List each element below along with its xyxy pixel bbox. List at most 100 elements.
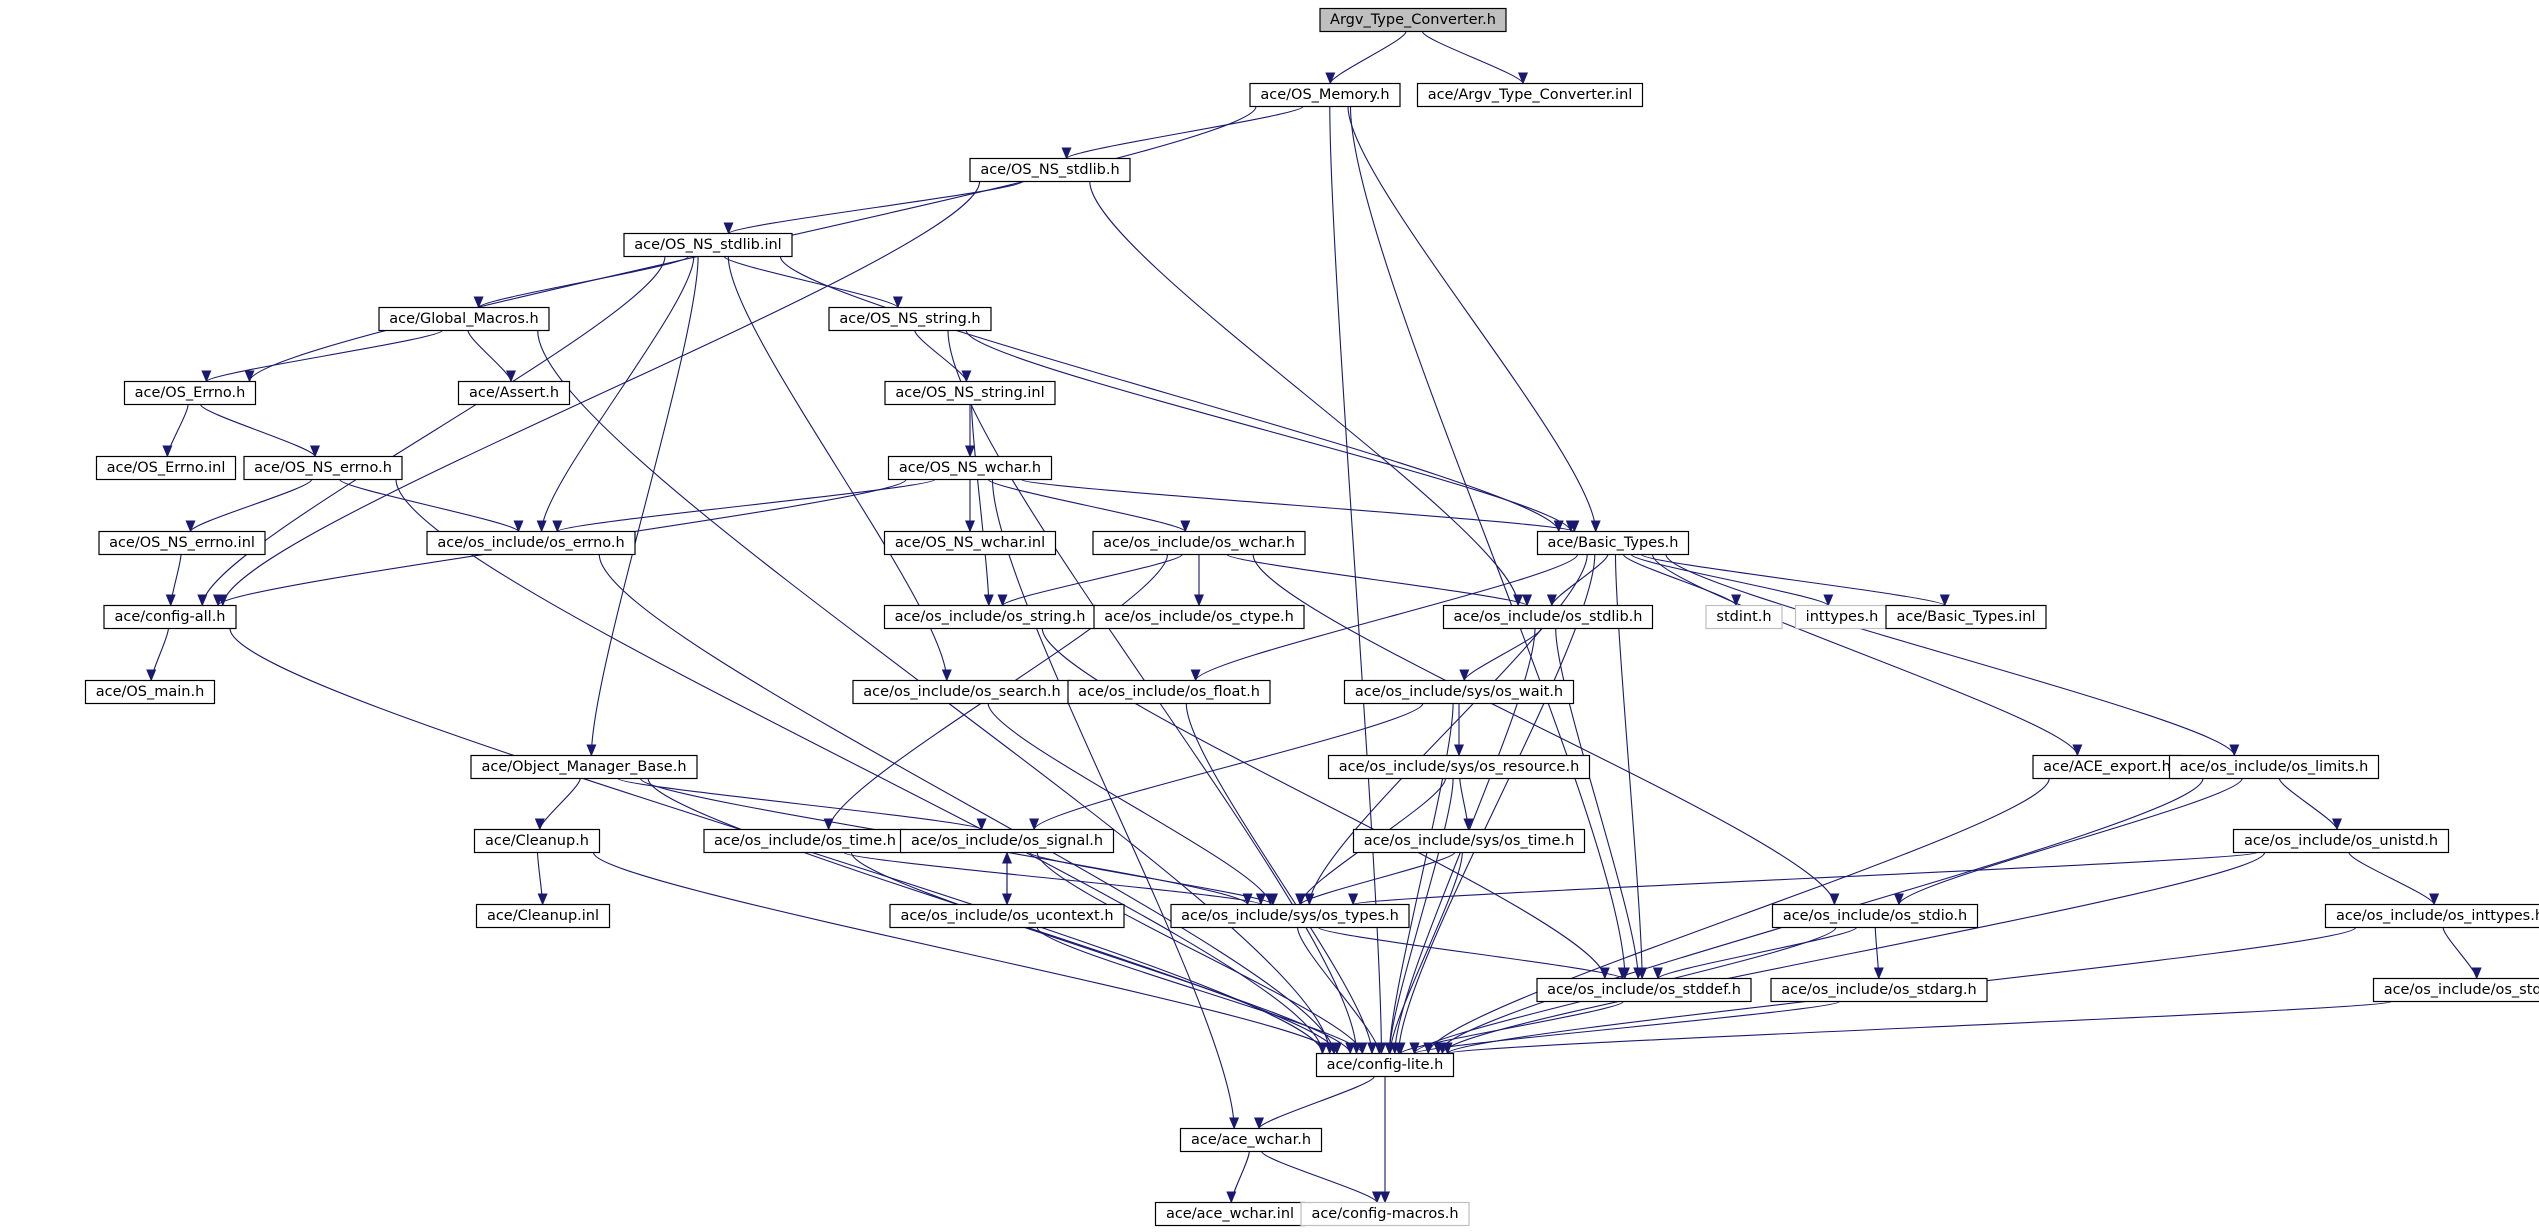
node-os-include-os-limits-h[interactable]: ace/os_include/os_limits.h <box>2168 754 2380 780</box>
edge-os-include-os-stdlib-h-to-os-include-sys-os-wait-h <box>1459 628 1542 682</box>
node-os-include-os-stdio-h[interactable]: ace/os_include/os_stdio.h <box>1771 903 1979 929</box>
node-os-ns-errno-h[interactable]: ace/OS_NS_errno.h <box>243 455 403 481</box>
node-label: ace/OS_NS_stdlib.inl <box>634 237 781 253</box>
node-config-all-h[interactable]: ace/config-all.h <box>103 604 237 630</box>
edge-os-include-os-stddef-h-to-config-lite-h <box>1395 1000 1624 1055</box>
node-os-include-os-wchar-h[interactable]: ace/os_include/os_wchar.h <box>1092 530 1306 556</box>
node-os-include-os-stdlib-h[interactable]: ace/os_include/os_stdlib.h <box>1442 604 1654 630</box>
node-box <box>1170 903 1410 929</box>
node-label: ace/os_include/os_wchar.h <box>1103 535 1295 551</box>
node-os-include-os-unistd-h[interactable]: ace/os_include/os_unistd.h <box>2232 828 2450 854</box>
node-os-include-os-string-h[interactable]: ace/os_include/os_string.h <box>883 604 1097 630</box>
node-label: ace/OS_Errno.h <box>135 385 246 401</box>
node-os-include-os-ctype-h[interactable]: ace/os_include/os_ctype.h <box>1093 604 1305 630</box>
node-ace-wchar-inl[interactable]: ace/ace_wchar.inl <box>1154 1201 1306 1227</box>
node-label: ace/os_include/os_stddef.h <box>1547 982 1741 998</box>
node-os-ns-stdlib-h[interactable]: ace/OS_NS_stdlib.h <box>969 157 1131 183</box>
node-os-include-sys-os-resource-h[interactable]: ace/os_include/sys/os_resource.h <box>1327 754 1591 780</box>
node-os-include-os-float-h[interactable]: ace/os_include/os_float.h <box>1067 679 1271 705</box>
node-os-ns-string-inl[interactable]: ace/OS_NS_string.inl <box>884 380 1056 406</box>
edge-object-manager-base-h-to-cleanup-h <box>534 778 581 831</box>
node-box <box>1249 82 1401 108</box>
node-label: ace/Basic_Types.h <box>1548 535 1679 551</box>
edge-os-ns-wchar-h-to-os-include-os-wchar-h <box>987 478 1191 533</box>
edge-os-include-os-wchar-h-to-os-include-os-string-h <box>997 553 1183 607</box>
edge-os-include-os-float-h-to-config-lite-h <box>1185 703 1377 1055</box>
edge-root-to-os-memory-h <box>1325 31 1407 85</box>
node-label: ace/Global_Macros.h <box>389 311 538 327</box>
node-os-include-os-inttypes-h[interactable]: ace/os_include/os_inttypes.h <box>2324 903 2539 929</box>
node-basic-types-inl[interactable]: ace/Basic_Types.inl <box>1885 604 2047 630</box>
node-os-include-os-signal-h[interactable]: ace/os_include/os_signal.h <box>899 828 1115 854</box>
node-inttypes-h[interactable]: inttypes.h <box>1794 604 1890 630</box>
edge-os-include-os-search-h-to-os-include-sys-os-types-h <box>987 703 1276 906</box>
node-os-ns-string-h[interactable]: ace/OS_NS_string.h <box>828 306 992 332</box>
node-object-manager-base-h[interactable]: ace/Object_Manager_Base.h <box>470 754 698 780</box>
node-label: ace/os_include/os_ctype.h <box>1104 609 1294 625</box>
node-os-include-os-stdarg-h[interactable]: ace/os_include/os_stdarg.h <box>1770 977 1988 1003</box>
edge-global-macros-h-to-os-errno-h <box>201 329 443 383</box>
edge-os-errno-h-to-os-ns-errno-h <box>200 403 320 458</box>
edge-os-ns-string-inl-to-os-include-os-string-h <box>971 404 994 607</box>
node-box <box>2372 977 2539 1003</box>
node-box <box>969 157 1131 183</box>
node-label: ace/os_include/os_stdlib.h <box>1454 609 1643 625</box>
node-os-include-sys-os-types-h[interactable]: ace/os_include/sys/os_types.h <box>1170 903 1410 929</box>
edge-os-ns-stdlib-inl-to-config-all-h <box>197 256 666 607</box>
node-basic-types-h[interactable]: ace/Basic_Types.h <box>1536 530 1690 556</box>
node-os-include-os-ucontext-h[interactable]: ace/os_include/os_ucontext.h <box>889 903 1125 929</box>
node-os-ns-wchar-inl[interactable]: ace/OS_NS_wchar.inl <box>883 530 1057 556</box>
node-os-errno-h[interactable]: ace/OS_Errno.h <box>123 380 257 406</box>
node-box <box>98 530 266 556</box>
node-box <box>1343 679 1575 705</box>
node-os-ns-errno-inl[interactable]: ace/OS_NS_errno.inl <box>98 530 266 556</box>
edge-basic-types-h-to-os-include-os-stdlib-h <box>1546 554 1609 607</box>
node-cleanup-h[interactable]: ace/Cleanup.h <box>473 828 601 854</box>
node-label: ace/Argv_Type_Converter.inl <box>1428 87 1633 103</box>
node-label: ace/os_include/os_signal.h <box>911 833 1103 849</box>
edge-global-macros-h-to-assert-h <box>467 330 516 383</box>
edge-os-include-sys-os-resource-h-to-config-lite-h <box>1384 778 1454 1055</box>
node-stdint-h[interactable]: stdint.h <box>1705 604 1783 630</box>
node-label: ace/OS_NS_string.h <box>839 311 980 327</box>
node-box <box>457 380 571 406</box>
edge-basic-types-h-to-basic-types-inl <box>1640 553 1950 607</box>
node-os-memory-h[interactable]: ace/OS_Memory.h <box>1249 82 1401 108</box>
node-assert-h[interactable]: ace/Assert.h <box>457 380 571 406</box>
node-os-include-os-time-h[interactable]: ace/os_include/os_time.h <box>703 828 907 854</box>
node-os-include-os-stddef-h[interactable]: ace/os_include/os_stddef.h <box>1536 977 1752 1003</box>
node-label: ace/OS_Memory.h <box>1260 87 1389 103</box>
node-config-macros-h[interactable]: ace/config-macros.h <box>1300 1201 1470 1227</box>
node-os-include-os-search-h[interactable]: ace/os_include/os_search.h <box>852 679 1072 705</box>
node-root[interactable]: Argv_Type_Converter.h <box>1319 7 1507 33</box>
node-config-lite-h[interactable]: ace/config-lite.h <box>1315 1052 1455 1078</box>
node-ace-export-h[interactable]: ace/ACE_export.h <box>2032 754 2182 780</box>
node-label: ace/os_include/os_unistd.h <box>2244 833 2438 849</box>
node-os-ns-stdlib-inl[interactable]: ace/OS_NS_stdlib.inl <box>623 232 793 258</box>
node-os-include-os-stdint-h[interactable]: ace/os_include/os_stdint.h <box>2372 977 2539 1003</box>
edge-cleanup-h-to-config-lite-h <box>592 852 1339 1055</box>
edge-basic-types-h-to-os-include-os-float-h <box>1190 554 1579 682</box>
node-argv-inl[interactable]: ace/Argv_Type_Converter.inl <box>1416 82 1644 108</box>
node-global-macros-h[interactable]: ace/Global_Macros.h <box>378 306 550 332</box>
edge-os-include-os-stdarg-h-to-config-lite-h <box>1410 1000 1841 1055</box>
node-os-ns-wchar-h[interactable]: ace/OS_NS_wchar.h <box>887 455 1053 481</box>
node-os-errno-inl[interactable]: ace/OS_Errno.inl <box>95 455 237 481</box>
node-label: ace/os_include/sys/os_wait.h <box>1355 684 1563 700</box>
node-os-main-h[interactable]: ace/OS_main.h <box>84 679 216 705</box>
node-box <box>1770 977 1988 1003</box>
node-cleanup-inl[interactable]: ace/Cleanup.inl <box>475 903 611 929</box>
node-label: ace/os_include/os_search.h <box>863 684 1060 700</box>
node-label: ace/OS_NS_string.inl <box>895 385 1044 401</box>
node-os-include-sys-os-time-h[interactable]: ace/os_include/sys/os_time.h <box>1352 828 1586 854</box>
node-box <box>1179 1127 1323 1153</box>
edge-object-manager-base-h-to-os-include-os-signal-h <box>617 777 987 831</box>
node-ace-wchar-h[interactable]: ace/ace_wchar.h <box>1179 1127 1323 1153</box>
node-box <box>1327 754 1591 780</box>
edge-os-ns-wchar-h-to-os-include-os-errno-h <box>552 478 936 533</box>
node-os-include-os-errno-h[interactable]: ace/os_include/os_errno.h <box>426 530 636 556</box>
node-box <box>2232 828 2450 854</box>
edge-os-ns-stdlib-h-to-os-ns-stdlib-inl <box>723 180 1024 235</box>
node-label: ace/Cleanup.inl <box>487 908 599 924</box>
node-os-include-sys-os-wait-h[interactable]: ace/os_include/sys/os_wait.h <box>1343 679 1575 705</box>
